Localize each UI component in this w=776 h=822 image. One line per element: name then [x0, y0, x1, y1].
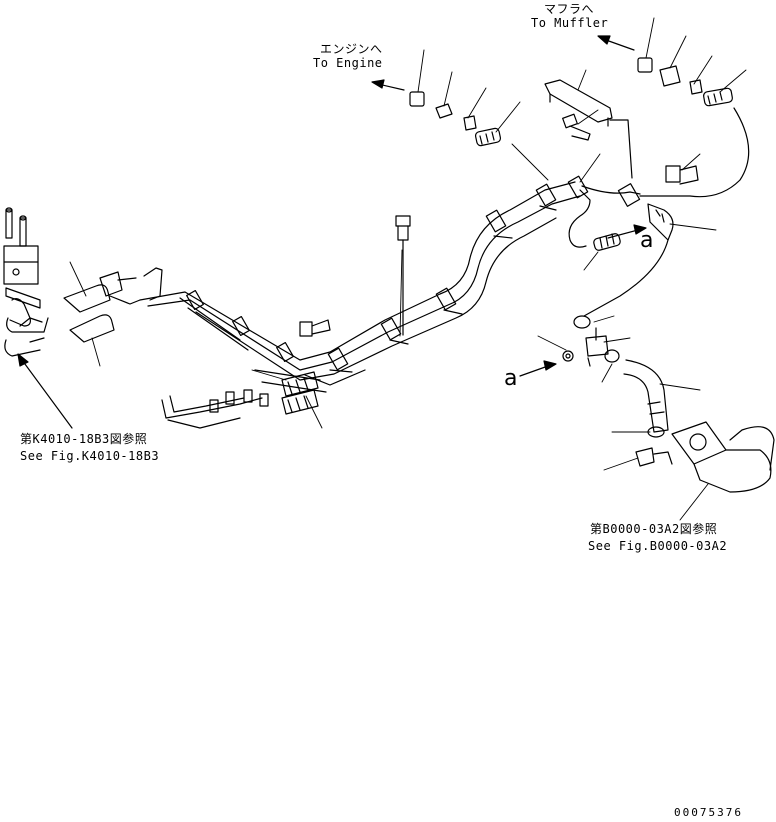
ref-b0000-en-label: See Fig.B0000-03A2 [588, 539, 728, 553]
direction-arrows [17, 35, 647, 429]
tee-joint [562, 315, 669, 433]
engine-fittings [409, 91, 502, 147]
left-bracket-assembly [3, 207, 49, 357]
small-bolt [299, 319, 331, 337]
long-bolt [395, 215, 411, 336]
right-bolt [665, 165, 699, 185]
to-engine-jp-label: エンジンへ [320, 42, 383, 56]
view-a-lower-label: a [504, 366, 518, 391]
ref-k4010-jp-label: 第K4010-18B3図参照 [20, 432, 148, 446]
leader-lines [69, 17, 747, 521]
ref-k4010-en-label: See Fig.K4010-18B3 [20, 449, 160, 463]
clamp-bracket [544, 79, 633, 179]
muffler-outlet [635, 421, 775, 493]
tube-clamps [186, 175, 589, 373]
drawing-number: 00075376 [674, 806, 743, 819]
to-muffler-jp-label: マフラへ [544, 2, 595, 16]
ref-b0000-jp-label: 第B0000-03A2図参照 [590, 522, 718, 536]
to-muffler-en-label: To Muffler [531, 16, 609, 30]
view-a-upper-label: a [640, 228, 654, 253]
right-hoses [568, 107, 750, 317]
muffler-fittings [637, 57, 733, 107]
left-hoses [63, 267, 163, 343]
to-engine-en-label: To Engine [313, 56, 383, 70]
tube-bundle [139, 181, 581, 393]
lower-left-tubes [161, 371, 319, 429]
